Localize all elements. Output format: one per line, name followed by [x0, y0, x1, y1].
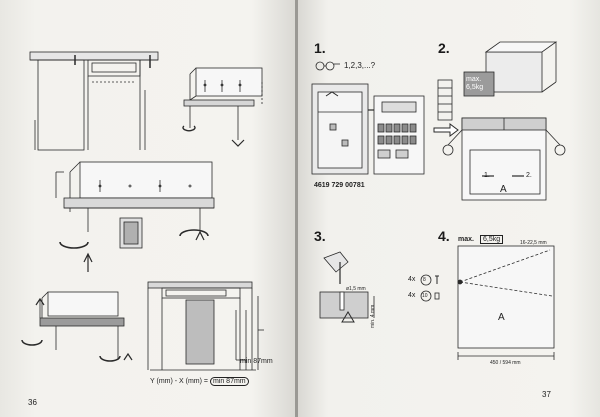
- step-3-depth-label: min. 4 mm: [370, 304, 376, 328]
- step-4-max-value: 6,5kg: [480, 235, 504, 244]
- step-4-screw-2-count: 4x: [408, 292, 416, 299]
- step-4-number: 4.: [438, 228, 450, 244]
- formula-prefix: Y (mm) - X (mm) =: [150, 378, 210, 385]
- step-1-caption: 1,2,3,...?: [344, 61, 376, 70]
- step-3-drill-label: ø1,5 mm: [346, 286, 366, 292]
- book-gutter: [295, 0, 299, 417]
- step-4-max-label: max.: [458, 236, 474, 243]
- formula-box: min 87mm: [209, 377, 249, 386]
- step-1-number: 1.: [314, 40, 326, 56]
- step-2-panel-label: A: [500, 184, 507, 195]
- right-page-illustrations: [311, 41, 566, 360]
- step-2-arrow-2: 2.: [526, 172, 532, 179]
- step-4-panel-label: A: [498, 312, 505, 323]
- step3-illustration: [319, 251, 375, 323]
- step1-panel-left: [311, 83, 376, 175]
- step-2-weight-label: max. 6,5kg: [466, 76, 484, 91]
- page-number-right: 37: [542, 390, 551, 399]
- step-2-arrow-1: 1.: [484, 172, 490, 179]
- step-4-screw-1-count: 4x: [408, 276, 416, 283]
- front-panel-middle: [55, 161, 215, 272]
- countertop-illustration: [29, 51, 159, 151]
- bottom-formula: Y (mm) - X (mm) = min 87mm: [150, 377, 249, 386]
- left-page-illustrations: [21, 51, 264, 371]
- step-4-diag-label: 16-22,5 mm: [520, 240, 547, 246]
- min-height-dimension: min 87mm: [240, 358, 273, 365]
- left-page: min 87mm Y (mm) - X (mm) = min 87mm 36: [0, 0, 296, 417]
- step-4-width-label: 450 / 594 mm: [490, 360, 521, 366]
- step-4-screw-1-size: 8: [423, 277, 426, 283]
- right-page: 1. 1,2,3,...? 4619 729 00781 2. max. 6,5…: [298, 0, 600, 417]
- page-number-left: 36: [28, 398, 37, 407]
- part-number: 4619 729 00781: [314, 182, 365, 189]
- glasses-icon: [315, 61, 340, 71]
- step2-illustration: [433, 41, 566, 201]
- step4-illustration: [420, 245, 555, 360]
- step-4-screw-2-size: 10: [422, 293, 428, 299]
- step1-screw-sheet: [373, 95, 425, 175]
- front-panel-top: [182, 67, 263, 147]
- front-panel-bottom: [21, 291, 133, 362]
- cabinet-illustration: [147, 281, 264, 371]
- step-2-number: 2.: [438, 40, 450, 56]
- step-3-number: 3.: [314, 228, 326, 244]
